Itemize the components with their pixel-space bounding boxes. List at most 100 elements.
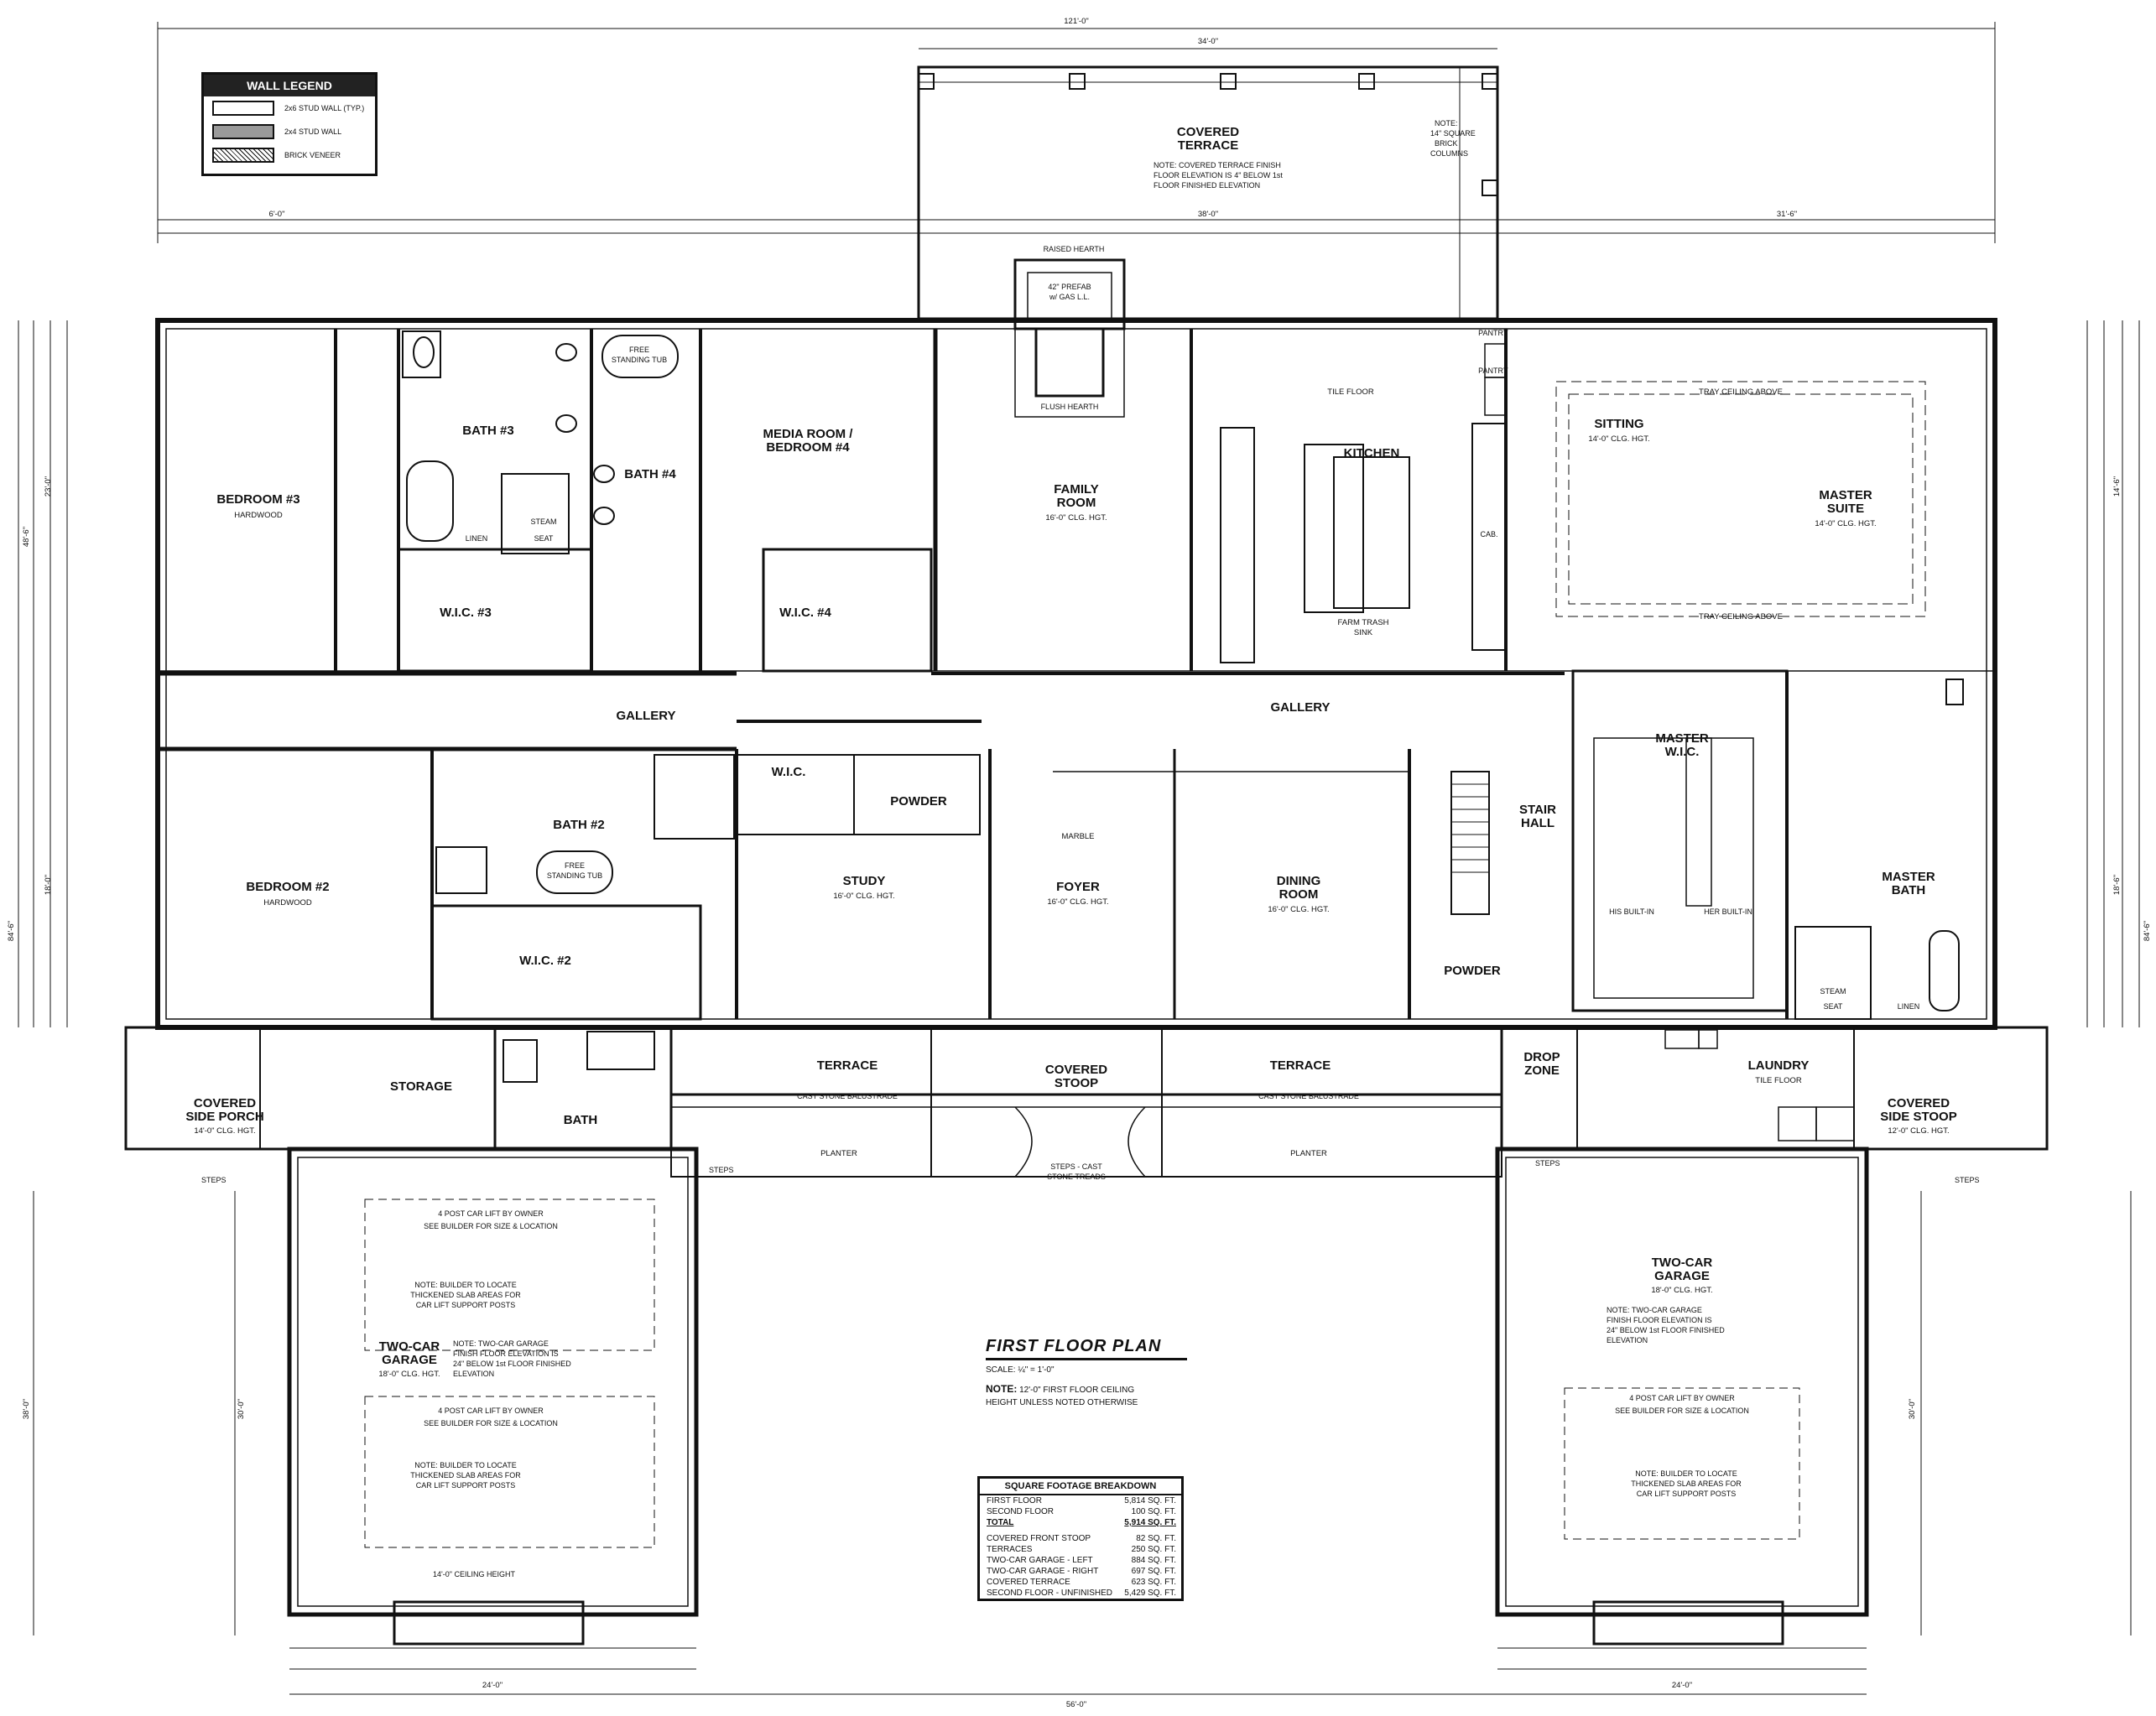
note-columns-2: 14" SQUARE — [1430, 129, 1476, 138]
label-tray-ceiling-2: TRAY CEILING ABOVE — [1699, 612, 1783, 621]
label-covered-stoop: COVERED — [1045, 1063, 1107, 1077]
label-steam-bath3: STEAM — [530, 517, 556, 526]
label-side-porch-2: SIDE PORCH — [185, 1110, 263, 1124]
label-balustrade-right: CAST STONE BALUSTRADE — [1258, 1092, 1359, 1100]
dim-garage-width-right: 24'-0" — [1672, 1681, 1692, 1690]
label-kitchen-floor: TILE FLOOR — [1327, 387, 1374, 397]
front-terrace-band — [670, 1027, 1502, 1178]
dim-garage-inner-right: 30'-0" — [1908, 1399, 1917, 1419]
label-covered-terrace: COVERED — [1177, 125, 1239, 139]
label-drop-zone: DROP — [1523, 1050, 1560, 1064]
note-lift-1a: 4 POST CAR LIFT BY OWNER — [438, 1209, 544, 1218]
main-house-walls — [155, 258, 1997, 1030]
dim-186: 18'-6" — [2112, 875, 2122, 895]
label-steps-drop: STEPS — [1535, 1159, 1560, 1167]
note-builder-3a: NOTE: BUILDER TO LOCATE — [1635, 1469, 1737, 1478]
plan-title: FIRST FLOOR PLAN — [986, 1337, 1187, 1360]
label-study: STUDY — [843, 874, 886, 888]
legend-swatch-brick — [212, 148, 274, 163]
legend-row-2x6: 2x6 STUD WALL (TYP.) — [204, 96, 375, 120]
sqft-label: TOTAL — [987, 1518, 1014, 1527]
label-terrace-right: TERRACE — [1270, 1058, 1331, 1073]
plan-scale: SCALE: ¼" = 1'-0" — [986, 1365, 1055, 1375]
label-gallery-right: GALLERY — [1270, 700, 1330, 715]
dim-18: 18'-0" — [44, 875, 53, 895]
dim-left-wing: 6'-0" — [269, 210, 285, 219]
sqft-value: 5,914 SQ. FT. — [1124, 1518, 1176, 1527]
sqft-value: 697 SQ. FT. — [1131, 1567, 1176, 1576]
label-laundry: LAUNDRY — [1748, 1058, 1810, 1073]
dimension-labels: 121'-0" 34'-0" 6'-0" 38'-0" 31'-6" 84'-6… — [7, 17, 2152, 1709]
sqft-title: SQUARE FOOTAGE BREAKDOWN — [980, 1479, 1181, 1495]
label-foyer-clg: 16'-0" CLG. HGT. — [1047, 897, 1108, 907]
label-raised-hearth: RAISED HEARTH — [1044, 245, 1105, 253]
label-free-tub-bath4-2: STANDING TUB — [612, 356, 667, 364]
note-covered-terrace-2: FLOOR ELEVATION IS 4" BELOW 1st — [1154, 171, 1283, 179]
label-terrace-left: TERRACE — [817, 1058, 878, 1073]
dim-bottom-span: 56'-0" — [1066, 1700, 1086, 1709]
label-bedroom-2-floor: HARDWOOD — [263, 898, 312, 907]
legend-label-brick: BRICK VENEER — [284, 151, 341, 159]
label-side-porch-clg: 14'-0" CLG. HGT. — [194, 1126, 255, 1136]
note-covered-terrace-1: NOTE: COVERED TERRACE FINISH — [1154, 161, 1281, 169]
note-garage-left-2: FINISH FLOOR ELEVATION IS — [453, 1349, 559, 1358]
room-labels: COVERED TERRACE NOTE: COVERED TERRACE FI… — [185, 119, 1979, 1578]
label-steps-cast-2: STONE TREADS — [1047, 1173, 1106, 1181]
label-steps-cast: STEPS - CAST — [1050, 1162, 1102, 1171]
label-bedroom-4: BEDROOM #4 — [766, 440, 850, 455]
label-garage-right-clg: 18'-0" CLG. HGT. — [1651, 1286, 1712, 1295]
legend-swatch-2x4 — [212, 124, 274, 139]
left-garage — [287, 1147, 699, 1646]
label-planter-left: PLANTER — [820, 1149, 857, 1158]
note-builder-1b: THICKENED SLAB AREAS FOR — [410, 1291, 521, 1299]
label-free-tub-bath2: FREE — [565, 861, 585, 870]
label-stair: STAIR — [1519, 803, 1556, 817]
dim-23: 23'-0" — [44, 476, 53, 497]
label-dining-room: ROOM — [1279, 887, 1319, 902]
note-lift-3a: 4 POST CAR LIFT BY OWNER — [1629, 1394, 1735, 1402]
label-master: MASTER — [1819, 488, 1872, 502]
label-bedroom-3-floor: HARDWOOD — [234, 511, 283, 520]
dim-garage-left-height: 38'-0" — [22, 1399, 31, 1419]
note-garage-left-4: ELEVATION — [453, 1370, 494, 1378]
note-builder-3c: CAR LIFT SUPPORT POSTS — [1637, 1490, 1737, 1498]
sqft-label: FIRST FLOOR — [987, 1496, 1042, 1505]
dim-center: 38'-0" — [1198, 210, 1218, 219]
note-garage-right-2: FINISH FLOOR ELEVATION IS — [1607, 1316, 1712, 1324]
dim-garage-width-left: 24'-0" — [482, 1681, 503, 1690]
label-side-stoop-clg: 12'-0" CLG. HGT. — [1888, 1126, 1949, 1136]
label-side-stoop: COVERED — [1888, 1096, 1950, 1110]
label-free-tub-bath2-2: STANDING TUB — [547, 871, 602, 880]
label-sitting: SITTING — [1594, 417, 1643, 431]
label-bath-3: BATH #3 — [462, 424, 513, 438]
label-her-builtin: HER BUILT-IN — [1704, 907, 1752, 916]
label-master-bath-2: BATH — [1892, 883, 1926, 897]
label-wic-2: W.I.C. #2 — [519, 954, 571, 968]
label-bath-service: BATH — [564, 1113, 598, 1127]
sqft-value: 623 SQ. FT. — [1131, 1578, 1176, 1587]
label-tray-ceiling: TRAY CEILING ABOVE — [1699, 387, 1783, 397]
legend-row-2x4: 2x4 STUD WALL — [204, 120, 375, 143]
label-pantry-2: PANTRY — [1478, 367, 1508, 375]
legend-label-2x4: 2x4 STUD WALL — [284, 127, 342, 136]
note-builder-3b: THICKENED SLAB AREAS FOR — [1631, 1479, 1742, 1488]
label-covered-stoop-2: STOOP — [1055, 1076, 1098, 1090]
label-wic-3: W.I.C. #3 — [440, 606, 492, 620]
label-wic-4: W.I.C. #4 — [779, 606, 831, 620]
plan-title-block: FIRST FLOOR PLAN SCALE: ¼" = 1'-0" NOTE:… — [986, 1337, 1187, 1409]
label-powder: POWDER — [890, 794, 947, 809]
plan-note-prefix: NOTE: — [986, 1383, 1018, 1395]
sqft-value: 884 SQ. FT. — [1131, 1556, 1176, 1565]
dim-overall-right: 84'-6" — [2143, 921, 2152, 941]
label-garage-right: TWO-CAR — [1652, 1256, 1713, 1270]
label-linen-bath3: LINEN — [466, 534, 488, 543]
label-steps-right: STEPS — [1955, 1176, 1980, 1184]
note-lift-1b: SEE BUILDER FOR SIZE & LOCATION — [424, 1222, 558, 1230]
label-side-porch: COVERED — [194, 1096, 256, 1110]
